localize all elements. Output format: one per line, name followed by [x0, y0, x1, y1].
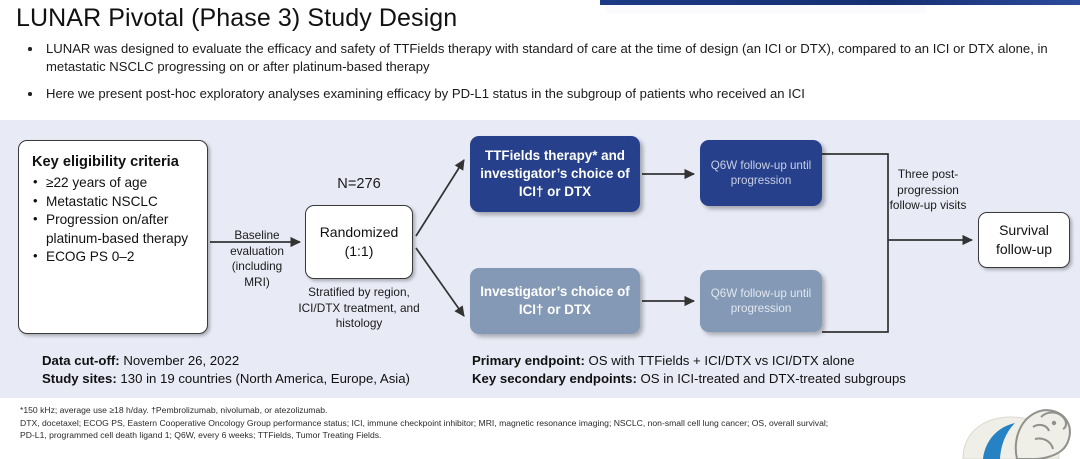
bullet-dot-icon — [28, 47, 32, 51]
key-eligibility-criteria-box: Key eligibility criteria ≥22 years of ag… — [18, 140, 208, 334]
bullet-text: LUNAR was designed to evaluate the effic… — [46, 41, 1048, 74]
study-details-left: Data cut-off: November 26, 2022 Study si… — [42, 352, 410, 388]
data-cutoff-label: Data cut-off: — [42, 353, 120, 368]
list-item: Progression on/after platinum-based ther… — [32, 210, 197, 248]
bullet-dot-icon — [28, 92, 32, 96]
footnote-line-1: *150 kHz; average use ≥18 h/day. †Pembro… — [20, 405, 328, 415]
list-item: Here we present post-hoc exploratory ana… — [16, 85, 1066, 103]
data-cutoff-line: Data cut-off: November 26, 2022 — [42, 352, 410, 370]
page-title: LUNAR Pivotal (Phase 3) Study Design — [16, 4, 458, 32]
post-progression-visits-label: Three post-progression follow-up visits — [889, 167, 967, 212]
list-item: ECOG PS 0–2 — [32, 247, 197, 267]
secondary-endpoints-value: OS in ICI-treated and DTX-treated subgro… — [636, 371, 906, 386]
stratification-label: Stratified by region, ICI/DTX treatment,… — [298, 285, 420, 330]
secondary-endpoints-line: Key secondary endpoints: OS in ICI-treat… — [472, 370, 906, 388]
study-sites-line: Study sites: 130 in 19 countries (North … — [42, 370, 410, 388]
experimental-arm-box: TTFields therapy* and investigator’s cho… — [470, 136, 640, 212]
primary-endpoint-value: OS with TTFields + ICI/DTX vs ICI/DTX al… — [584, 353, 855, 368]
list-item: LUNAR was designed to evaluate the effic… — [16, 40, 1066, 76]
study-details-right: Primary endpoint: OS with TTFields + ICI… — [472, 352, 906, 388]
primary-endpoint-line: Primary endpoint: OS with TTFields + ICI… — [472, 352, 906, 370]
enrollment-count-label: N=276 — [337, 176, 381, 192]
followup-box-control: Q6W follow-up until progression — [700, 270, 822, 332]
eligibility-criteria-list: ≥22 years of age Metastatic NSCLC Progre… — [32, 173, 197, 267]
study-sites-value: 130 in 19 countries (North America, Euro… — [116, 371, 410, 386]
survival-followup-box: Survival follow-up — [978, 212, 1070, 268]
followup-box-experimental: Q6W follow-up until progression — [700, 140, 822, 206]
top-ribbon-ghost — [606, 5, 926, 14]
eligibility-heading: Key eligibility criteria — [32, 154, 179, 170]
study-design-diagram-panel: Key eligibility criteria ≥22 years of ag… — [0, 120, 1080, 398]
list-item: ≥22 years of age — [32, 173, 197, 193]
intro-bullet-list: LUNAR was designed to evaluate the effic… — [16, 40, 1066, 112]
list-item: Metastatic NSCLC — [32, 192, 197, 212]
bullet-text: Here we present post-hoc exploratory ana… — [46, 86, 805, 101]
primary-endpoint-label: Primary endpoint: — [472, 353, 585, 368]
randomized-box: Randomized (1:1) — [305, 205, 413, 279]
organization-lion-logo — [955, 397, 1080, 459]
footnote-line-3: PD-L1, programmed cell death ligand 1; Q… — [20, 430, 382, 441]
top-accent-ribbon — [600, 0, 1080, 5]
footnote-line-2: DTX, docetaxel; ECOG PS, Eastern Coopera… — [20, 417, 829, 428]
control-arm-box: Investigator’s choice of ICI† or DTX — [470, 268, 640, 334]
baseline-evaluation-label: Baseline evaluation (including MRI) — [230, 228, 284, 289]
footnotes: *150 kHz; average use ≥18 h/day. †Pembro… — [20, 404, 828, 442]
data-cutoff-value: November 26, 2022 — [119, 353, 240, 368]
secondary-endpoints-label: Key secondary endpoints: — [472, 371, 637, 386]
study-sites-label: Study sites: — [42, 371, 117, 386]
